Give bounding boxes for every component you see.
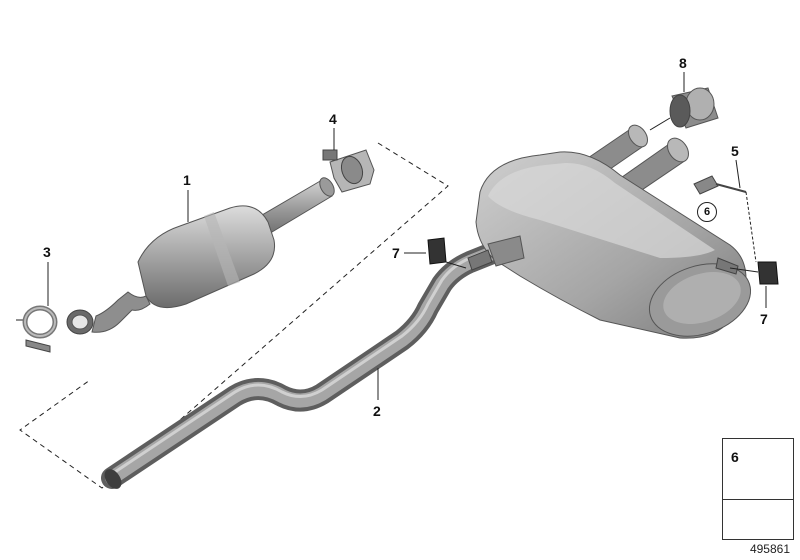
callout-6-circled: 6: [697, 202, 717, 222]
center-pipe: [101, 239, 511, 489]
legend-box: 6: [722, 438, 794, 540]
callout-7-right: 7: [760, 311, 768, 327]
legend-divider: [723, 499, 793, 500]
catalytic-converter: [66, 177, 335, 335]
legend-part-number: 6: [731, 449, 739, 465]
callout-7-left: 7: [392, 245, 400, 261]
rear-muffler: [467, 124, 752, 339]
diagram-id: 495861: [749, 542, 790, 556]
callout-8: 8: [679, 55, 687, 71]
tailpipe-trim-part-8: [649, 87, 719, 131]
callout-5: 5: [731, 143, 739, 159]
rubber-mount-right: [729, 261, 779, 308]
assembly-dashed-outline: [19, 142, 449, 489]
rubber-mount-left: [404, 237, 467, 269]
callout-4: 4: [329, 111, 337, 127]
ring-clamp-part-3: [16, 305, 58, 353]
callout-2: 2: [373, 403, 381, 419]
bracket-part-5: [693, 159, 757, 263]
clamp-part-4: [322, 149, 375, 193]
callout-1: 1: [183, 172, 191, 188]
callout-3: 3: [43, 244, 51, 260]
